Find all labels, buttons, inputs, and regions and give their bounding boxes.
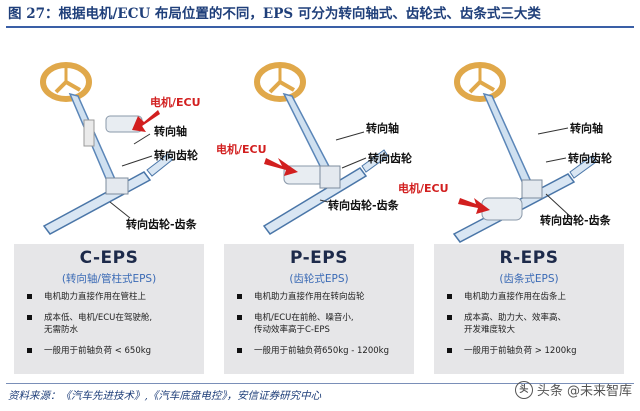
callout-steering-shaft: 转向轴	[154, 125, 187, 138]
bullet-item: 电机/ECU在前舱、噪音小,	[234, 312, 410, 324]
bullet-item: 电机助力直接作用在转向齿轮	[234, 291, 410, 303]
toutiao-logo-icon: 头	[514, 380, 533, 399]
r-eps-subtitle: (齿条式EPS)	[499, 273, 559, 285]
bullet-item: 成本低、电机/ECU在驾驶舱,	[24, 312, 200, 324]
steering-wheel-icon	[254, 62, 306, 102]
watermark-text: 头条 @未来智库	[536, 384, 632, 399]
c-eps-subtitle: (转向轴/管柱式EPS)	[61, 273, 157, 285]
watermark: 头 头条 @未来智库	[514, 380, 632, 399]
callout-steering-shaft: 转向轴	[570, 122, 603, 135]
p-eps-illustration: 电机/ECU 转向轴 转向齿轮 转向齿轮-齿条	[216, 54, 414, 244]
callout-motor-ecu: 电机/ECU	[398, 182, 449, 195]
bullet-item-continued: 开发难度较大	[464, 325, 516, 335]
title-divider	[6, 26, 634, 28]
c-eps-title: C-EPS	[79, 248, 139, 268]
callout-motor-ecu: 电机/ECU	[216, 143, 267, 156]
callout-steering-rack: 转向齿轮-齿条	[540, 214, 611, 227]
p-eps-title: P-EPS	[289, 248, 349, 268]
c-eps-info-box: C-EPS (转向轴/管柱式EPS) 电机助力直接作用在管柱上 成本低、电机/E…	[14, 244, 204, 374]
p-eps-diagram	[254, 62, 389, 235]
bullet-square-icon	[27, 315, 32, 320]
bullet-item: 电机助力直接作用在齿条上	[444, 291, 620, 303]
steering-wheel-icon	[454, 62, 506, 102]
c-eps-diagram	[40, 62, 173, 235]
bullet-item: 一般用于前轴负荷 < 650kg	[24, 345, 200, 357]
bullet-item-continued: 传动效率高于C-EPS	[254, 325, 330, 335]
c-eps-bullets: 电机助力直接作用在管柱上 成本低、电机/ECU在驾驶舱, 无需防水 一般用于前轴…	[24, 291, 200, 357]
footer-divider	[6, 383, 634, 384]
bullet-square-icon	[237, 348, 242, 353]
r-eps-diagram	[452, 62, 597, 243]
bullet-square-icon	[27, 348, 32, 353]
r-eps-info-box: R-EPS (齿条式EPS) 电机助力直接作用在齿条上 成本高、助力大、效率高、…	[434, 244, 624, 374]
bullet-item: 电机助力直接作用在管柱上	[24, 291, 200, 303]
bullet-item: 一般用于前轴负荷 > 1200kg	[444, 345, 620, 357]
bullet-square-icon	[447, 294, 452, 299]
red-arrow-icon	[458, 198, 490, 214]
red-arrow-icon	[264, 158, 298, 176]
bullet-square-icon	[447, 348, 452, 353]
bullet-square-icon	[237, 294, 242, 299]
callout-motor-ecu: 电机/ECU	[150, 96, 201, 109]
bullet-square-icon	[27, 294, 32, 299]
p-eps-subtitle: (齿轮式EPS)	[289, 273, 349, 285]
callout-steering-shaft: 转向轴	[366, 122, 399, 135]
callout-steering-gear: 转向齿轮	[568, 152, 612, 165]
bullet-item: 成本高、助力大、效率高、	[444, 312, 620, 324]
r-eps-illustration: 电机/ECU 转向轴 转向齿轮 转向齿轮-齿条	[398, 54, 624, 244]
source-note: 资料来源：《汽车先进技术》,《汽车底盘电控》，安信证券研究中心	[8, 390, 322, 402]
p-eps-bullets: 电机助力直接作用在转向齿轮 电机/ECU在前舱、噪音小, 传动效率高于C-EPS…	[234, 291, 410, 357]
callout-steering-rack: 转向齿轮-齿条	[126, 218, 197, 231]
figure-title: 图 27：根据电机/ECU 布局位置的不同，EPS 可分为转向轴式、齿轮式、齿条…	[8, 6, 541, 22]
bullet-square-icon	[237, 315, 242, 320]
r-eps-bullets: 电机助力直接作用在齿条上 成本高、助力大、效率高、 开发难度较大 一般用于前轴负…	[444, 291, 620, 357]
steering-column-icon	[282, 92, 334, 175]
steering-wheel-icon	[40, 62, 92, 102]
bullet-item: 一般用于前轴负荷650kg - 1200kg	[234, 345, 410, 357]
p-eps-info-box: P-EPS (齿轮式EPS) 电机助力直接作用在转向齿轮 电机/ECU在前舱、噪…	[224, 244, 414, 374]
bullet-item-continued: 无需防水	[44, 325, 79, 335]
red-arrow-icon	[132, 110, 160, 132]
steering-column-icon	[482, 92, 534, 187]
callout-steering-gear: 转向齿轮	[154, 149, 198, 162]
callout-steering-rack: 转向齿轮-齿条	[328, 199, 399, 212]
callout-steering-gear: 转向齿轮	[368, 152, 412, 165]
bullet-square-icon	[447, 315, 452, 320]
c-eps-illustration: 电机/ECU 转向轴 转向齿轮 转向齿轮-齿条	[14, 54, 204, 244]
r-eps-title: R-EPS	[499, 248, 559, 268]
